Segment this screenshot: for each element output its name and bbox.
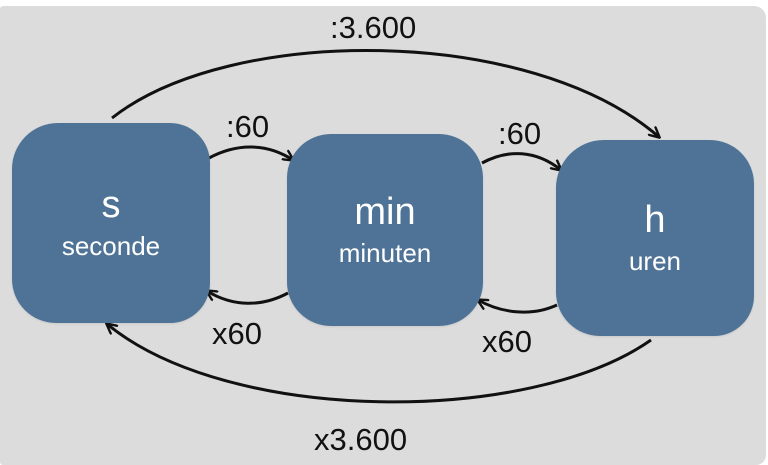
arrow-h-to-min [478, 300, 558, 314]
label-h-to-min: x60 [482, 324, 532, 359]
arrow-s-to-min [208, 145, 293, 160]
label-s-to-min: :60 [226, 109, 270, 144]
node-minutes-symbol: min [354, 191, 416, 233]
arrow-s-to-h [111, 48, 659, 137]
arrow-min-to-h [481, 152, 561, 170]
arrow-min-to-s [207, 291, 289, 305]
node-hours-symbol: h [644, 199, 666, 241]
node-seconds: s seconde [12, 123, 210, 323]
node-minutes: min minuten [287, 134, 483, 326]
node-hours: h uren [556, 140, 754, 336]
label-min-to-h: :60 [498, 116, 542, 151]
label-min-to-s: x60 [212, 316, 262, 351]
arrow-h-to-s [107, 324, 652, 404]
node-seconds-word: seconde [61, 231, 161, 261]
node-seconds-symbol: s [101, 184, 121, 226]
label-s-to-h: :3.600 [330, 10, 417, 45]
label-h-to-s: x3.600 [314, 422, 408, 457]
node-minutes-word: minuten [338, 238, 432, 268]
node-hours-word: uren [628, 246, 682, 276]
